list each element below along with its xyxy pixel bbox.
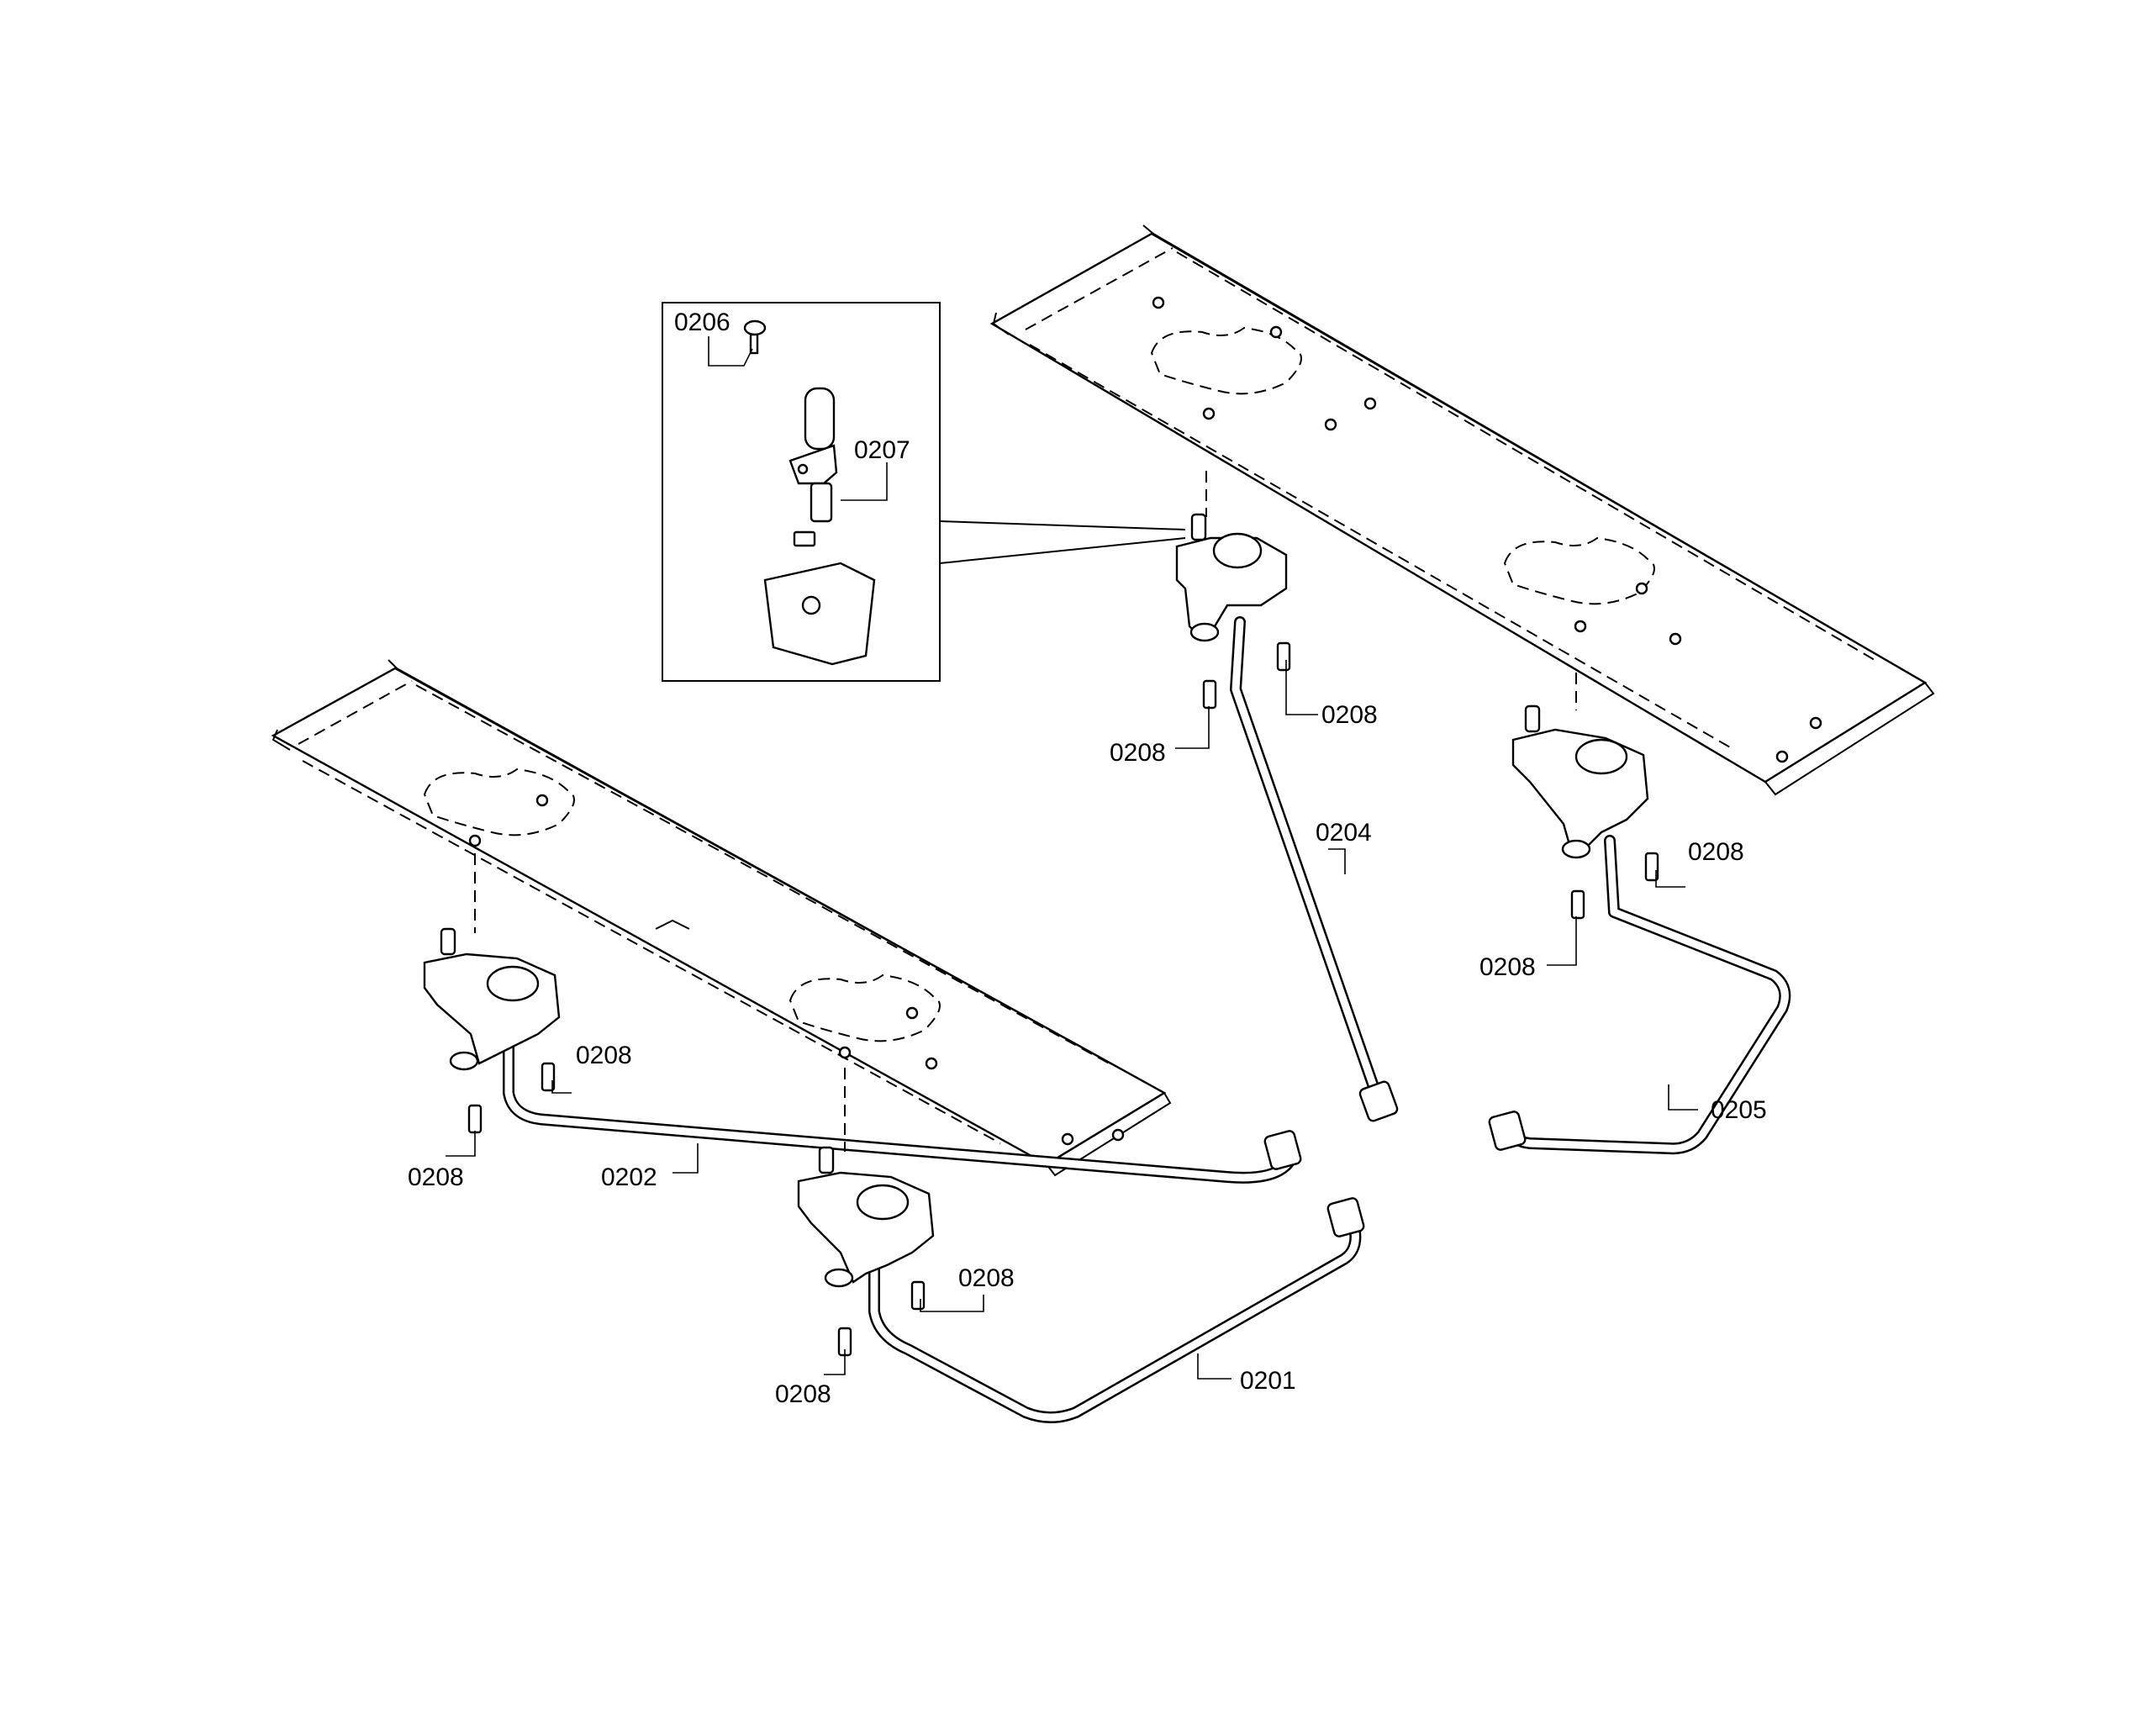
leader-lines bbox=[446, 336, 1698, 1380]
callout-0201: 0201 bbox=[1240, 1367, 1296, 1395]
callout-0208-mid-a: 0208 bbox=[958, 1264, 1015, 1292]
burner-valve-upper bbox=[1175, 513, 1288, 642]
callout-0207: 0207 bbox=[854, 436, 910, 464]
callout-0208-right-a: 0208 bbox=[1688, 838, 1744, 866]
burner-valve-right bbox=[1511, 704, 1649, 859]
lower-burner-rail bbox=[271, 659, 1172, 1177]
burner-valve-left bbox=[423, 927, 561, 1071]
callout-0206: 0206 bbox=[674, 309, 730, 336]
callout-0205: 0205 bbox=[1711, 1096, 1767, 1124]
alignment-lines bbox=[474, 471, 1577, 1152]
detail-inset bbox=[662, 302, 1186, 682]
upper-burner-rail bbox=[989, 224, 1935, 796]
pipe-fittings bbox=[1263, 1080, 1527, 1237]
callout-0208-right-b: 0208 bbox=[1479, 953, 1536, 981]
callout-0208-top-right: 0208 bbox=[1321, 701, 1378, 729]
callout-labels: 0206 0207 0208 0208 0204 0208 0208 0205 … bbox=[408, 309, 1767, 1408]
screws bbox=[467, 641, 1659, 1357]
callout-0208-top-left: 0208 bbox=[1110, 739, 1166, 767]
burner-valve-middle bbox=[797, 1146, 935, 1288]
callout-0208-mid-b: 0208 bbox=[775, 1380, 831, 1408]
callout-0202: 0202 bbox=[601, 1163, 657, 1191]
callout-0208-left-a: 0208 bbox=[576, 1042, 632, 1069]
callout-0204: 0204 bbox=[1316, 819, 1372, 847]
callout-0208-left-b: 0208 bbox=[408, 1163, 464, 1191]
